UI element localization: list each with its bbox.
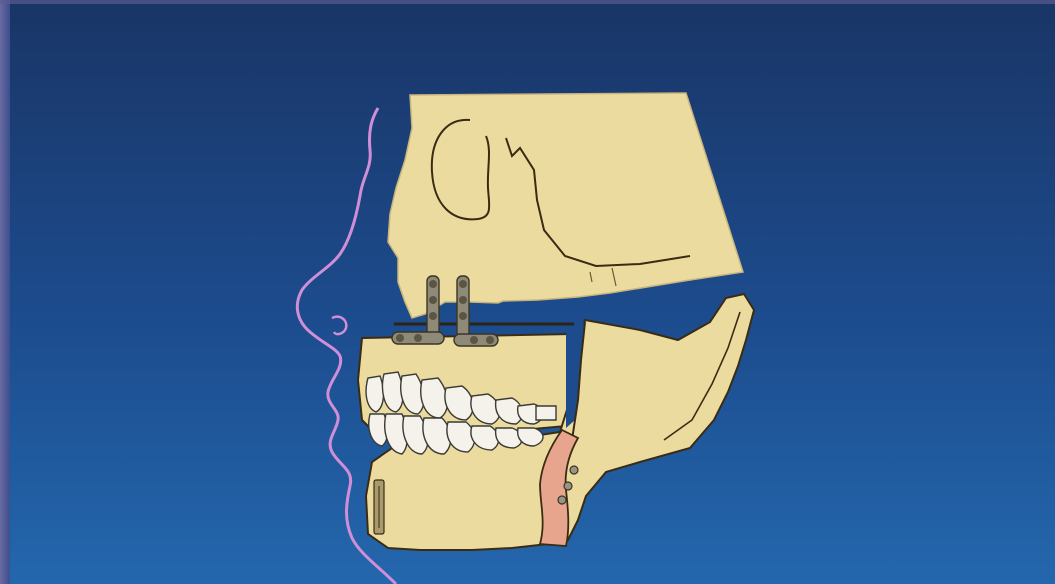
- horizontal-plate-right: [454, 334, 498, 346]
- horizontal-plate-left: [392, 332, 444, 344]
- left-vertical-plate: [427, 276, 439, 338]
- right-vertical-plate: [457, 276, 469, 338]
- top-frame-edge: [0, 0, 1055, 4]
- chin-plate: [374, 480, 384, 534]
- left-frame-edge: [0, 0, 10, 584]
